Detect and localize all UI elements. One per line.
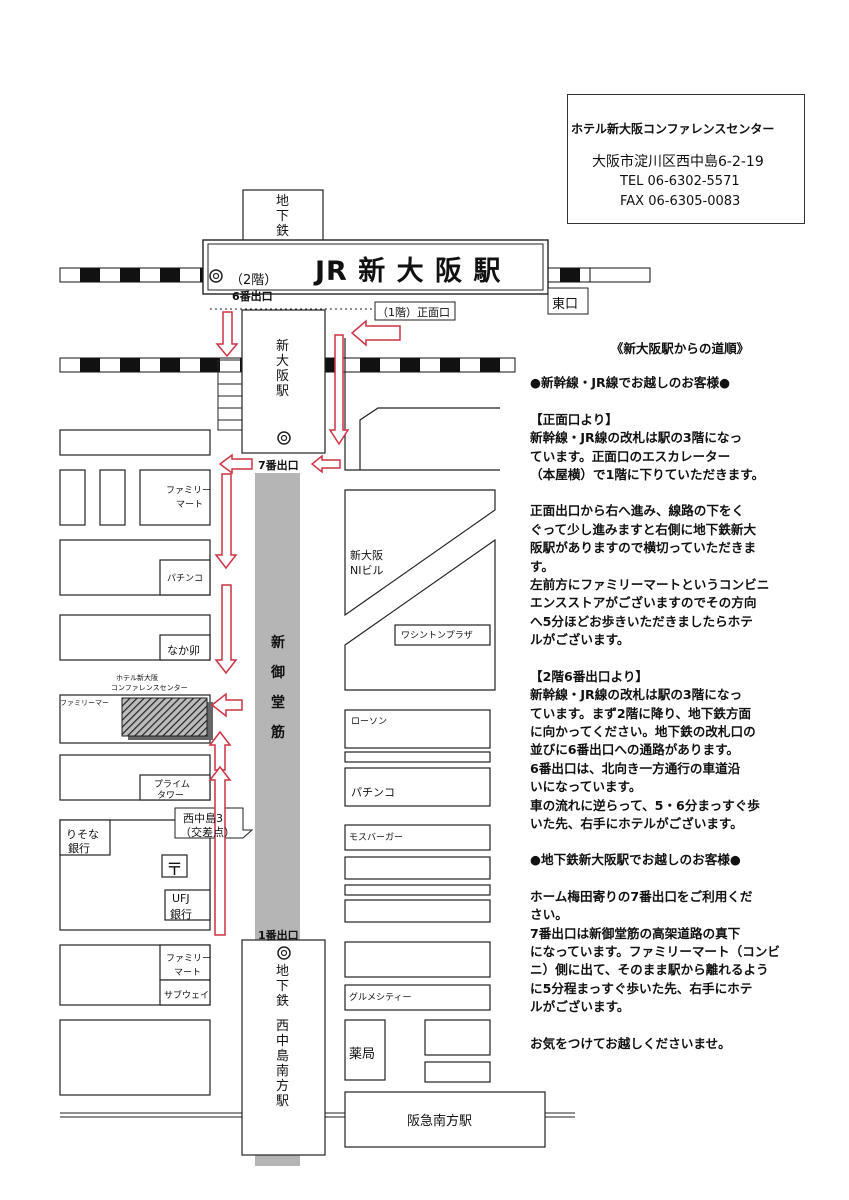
hotel-address-box: ホテル新大阪コンファレンスセンター 大阪市淀川区西中島6-2-19 TEL 06… xyxy=(567,94,805,224)
exit1-label: 1番出口 xyxy=(258,929,299,942)
paragraph-line: に向かってください。地下鉄の改札口の xyxy=(530,723,756,739)
right-blocks xyxy=(344,338,546,1148)
familymart1-label-b: マート xyxy=(176,500,204,510)
ufj-label-b: 銀行 xyxy=(170,908,192,921)
washington-label: ワシントンプラザ xyxy=(401,631,473,641)
ni-building-label-b: NIビル xyxy=(350,564,384,577)
paragraph-line: いた先、右手にホテルがございます。 xyxy=(530,815,743,831)
crossing-callout xyxy=(174,807,254,839)
paragraph-line: 新幹線・JR線の改札は駅の3階になっ xyxy=(530,687,743,703)
pachinko2-label: パチンコ xyxy=(351,786,395,799)
prime-tower-label-a: プライム xyxy=(154,780,190,790)
risona-label-a: りそな xyxy=(66,828,99,841)
paragraph-line: す。 xyxy=(530,558,554,574)
hotel-fax: FAX 06-6305-0083 xyxy=(620,194,741,209)
paragraph-line: 7番出口は新御堂筋の高架道路の真下 xyxy=(530,925,741,941)
familymart2-label-a: ファミリー xyxy=(166,954,212,964)
pharmacy-label: 薬局 xyxy=(349,1047,376,1062)
paragraph-line: ホーム梅田寄りの7番出口をご利用くだ xyxy=(530,888,753,904)
hotel-address: 大阪市淀川区西中島6-2-19 xyxy=(592,154,764,170)
paragraph-line: 正面出口から右へ進み、線路の下をく xyxy=(530,503,745,519)
paragraph-line: ルがございます。 xyxy=(530,999,630,1015)
exit7-marker xyxy=(277,431,291,445)
exit6-marker xyxy=(209,269,223,283)
station-outer xyxy=(202,239,549,295)
paragraph-line: ルがございます。 xyxy=(530,632,630,648)
station-name: JR 新 大 阪 駅 xyxy=(315,256,502,287)
hotel-building xyxy=(121,697,208,737)
exit6-label: 6番出口 xyxy=(232,290,273,303)
subway-top-label: 地下鉄 xyxy=(276,194,290,239)
hotel-tel: TEL 06-6302-5571 xyxy=(620,174,740,189)
route-arrows xyxy=(208,311,401,936)
paragraph-line: になっています。ファミリーマート（コンビ xyxy=(530,943,780,959)
paragraph-line: さい。 xyxy=(530,907,568,923)
crossing-label-b: （交差点） xyxy=(180,826,235,839)
subway-shinosaka-box xyxy=(241,309,326,454)
paragraph-line: 車の流れに逆らって、5・6分まっすぐ歩 xyxy=(530,797,760,813)
paragraph-line: ぐって少し進みますと右側に地下鉄新大 xyxy=(530,521,757,537)
exit2f-label: （2階） xyxy=(230,273,278,288)
paragraph-line: 阪駅がありますので横切っていただきま xyxy=(530,540,757,556)
front-exit-box xyxy=(374,301,456,321)
directions-title: 《新大阪駅からの道順》 xyxy=(610,341,750,356)
paragraph-line: ています。正面口のエスカレーター xyxy=(530,448,731,464)
paragraph-line: エンスストアがございますのでその方向 xyxy=(530,595,757,611)
hankyu-station-label: 阪急南方駅 xyxy=(407,1114,473,1129)
east-exit-box xyxy=(547,287,589,315)
lawson-label: ローソン xyxy=(351,717,388,727)
paragraph-line: ています。まず2階に降り、地下鉄方面 xyxy=(530,705,752,721)
paragraph-line: ニ）側に出て、そのまま駅から離れるよう xyxy=(530,962,769,978)
hotel-label-b: コンファレンスセンター xyxy=(111,684,188,692)
directions-panel: 《新大阪駅からの道順》 ●新幹線・JR線でお越しのお客様● 【正面口より】 新幹… xyxy=(530,340,830,1053)
paragraph-line: 新幹線・JR線の改札は駅の3階になっ xyxy=(530,430,743,446)
subsection-exit6: 【2階6番出口より】 xyxy=(530,668,649,684)
shinmido-road-label: 新御堂筋 xyxy=(271,635,285,742)
paragraph-line: へ5分ほどお歩きいただきましたらホテ xyxy=(530,613,753,629)
east-exit-label: 東口 xyxy=(552,297,579,312)
hotel-label-a: ホテル新大阪 xyxy=(116,674,158,682)
exit7-label: 7番出口 xyxy=(258,459,299,472)
exit7-box xyxy=(253,455,308,473)
exit1-marker xyxy=(277,946,291,960)
ni-building-label-a: 新大阪 xyxy=(350,549,383,562)
nakau-label: なか卯 xyxy=(167,644,200,657)
paragraph-line: 並びに6番出口への通路があります。 xyxy=(530,742,740,758)
paragraph-line: （本屋横）で1階に下りていただきます。 xyxy=(530,467,765,483)
ufj-label-a: UFJ xyxy=(172,892,190,905)
pachinko1-label: パチンコ xyxy=(167,574,204,584)
hotel-name: ホテル新大阪コンファレンスセンター xyxy=(571,122,775,136)
subway-bottom-box xyxy=(241,939,326,1156)
front-exit-label: （1階）正面口 xyxy=(377,306,450,319)
paragraph-line: 6番出口は、北向き一方通行の車道沿 xyxy=(530,760,741,776)
familymart1-label-a: ファミリー xyxy=(166,486,212,496)
crossing-label-a: 西中島3 xyxy=(183,812,223,825)
left-blocks xyxy=(59,429,211,1096)
section-shinkansen: ●新幹線・JR線でお越しのお客様● xyxy=(530,375,731,391)
familymart2-label-b: マート xyxy=(174,968,202,978)
subway-shop-label: サブウェイ xyxy=(164,991,210,1001)
subway-top-box xyxy=(242,189,324,243)
gourmet-city-label: グルメシティー xyxy=(349,993,412,1003)
post-office-icon: 〒 xyxy=(166,860,183,880)
closing-line: お気をつけてお越しくださいませ。 xyxy=(530,1035,731,1051)
risona-label-b: 銀行 xyxy=(68,842,90,855)
paragraph-line: 左前方にファミリーマートというコンビニ xyxy=(530,577,770,593)
shinosaka-subway-label: 新大阪駅 xyxy=(276,339,290,399)
prime-tower-label-b: タワー xyxy=(157,791,185,801)
subway-nishinakajima-label: 地下鉄西中島南方駅 xyxy=(276,964,290,1109)
section-subway: ●地下鉄新大阪駅でお越しのお客様● xyxy=(530,852,741,868)
familymart-small-label: ファミリーマー xyxy=(60,699,109,707)
mos-label: モスバーガー xyxy=(349,833,404,843)
paragraph-line: に5分程まっすぐ歩いた先、右手にホテ xyxy=(530,980,753,996)
station-inner xyxy=(207,243,544,291)
paragraph-line: いになっています。 xyxy=(530,779,642,795)
subsection-front-exit: 【正面口より】 xyxy=(530,411,618,427)
